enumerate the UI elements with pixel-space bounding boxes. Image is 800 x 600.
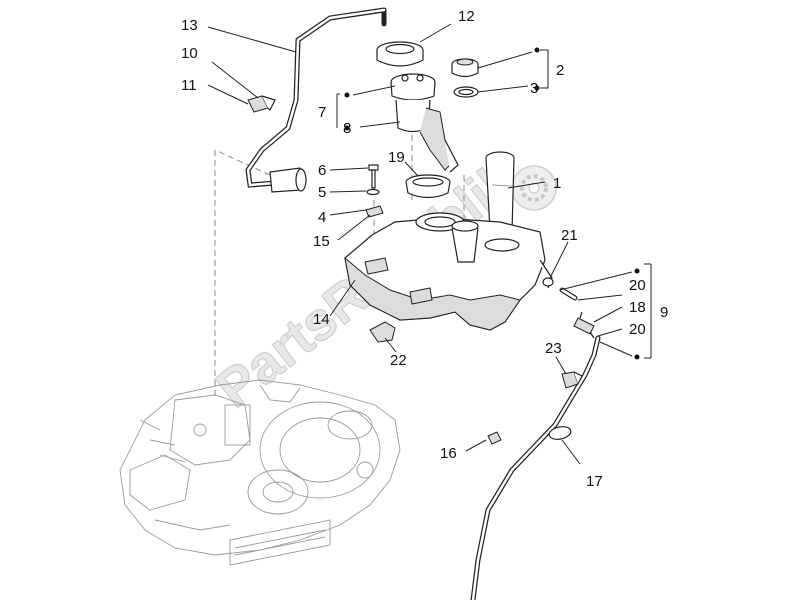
engine-assembly [119, 379, 401, 566]
callout-4: 4 [318, 209, 326, 226]
washer-5 [366, 188, 380, 196]
hose-clip-23 [561, 371, 583, 389]
gasket-3 [453, 86, 479, 98]
drain-hose-20 [470, 335, 601, 600]
callout-18: 18 [629, 299, 646, 316]
callout-11: 11 [181, 77, 197, 94]
bracket-22 [369, 321, 396, 343]
callout-21: 21 [561, 227, 578, 244]
callout-9: 9 [660, 304, 668, 321]
fuel-pump-8 [390, 73, 459, 173]
breather-fitting-21 [542, 277, 554, 287]
callout-15: 15 [313, 233, 330, 250]
callout-22: 22 [390, 352, 407, 369]
callout-1: 1 [553, 175, 561, 192]
leader-lines [207, 23, 652, 465]
callout-12: 12 [458, 8, 475, 25]
ring-nut-12 [376, 41, 424, 67]
set-dot-7a [344, 92, 350, 98]
callout-17: 17 [586, 473, 603, 490]
callout-20-upper: 20 [629, 277, 646, 294]
clamp-17 [548, 426, 572, 440]
callout-6: 6 [318, 162, 326, 179]
callout-14: 14 [313, 311, 330, 328]
callout-10: 10 [181, 45, 198, 62]
callout-7: 7 [318, 104, 326, 121]
callouts: 13 10 11 12 2 3 7 8 6 19 1 5 4 15 21 20 … [181, 8, 668, 490]
callout-16: 16 [440, 445, 457, 462]
callout-19: 19 [388, 149, 405, 166]
set-dot-9a [634, 268, 640, 274]
clip-4 [365, 205, 384, 218]
filler-cap-2 [451, 58, 479, 78]
vent-hose-13 [245, 7, 387, 193]
filler-neck-1 [485, 151, 515, 233]
callout-23: 23 [545, 340, 562, 357]
callout-2: 2 [556, 62, 564, 79]
set-dot-7b [344, 125, 350, 131]
set-dot-9b [634, 354, 640, 360]
callout-13: 13 [181, 17, 198, 34]
callout-5: 5 [318, 184, 326, 201]
seal-19 [405, 174, 451, 199]
hose-20-upper [559, 287, 578, 301]
gear-icon [511, 165, 557, 211]
valve-18 [573, 311, 595, 339]
clip-16 [487, 431, 502, 445]
hose-clip-10-11 [247, 95, 276, 113]
set-dot-2b [534, 85, 540, 91]
callout-3: 3 [530, 80, 538, 97]
set-dot-2a [534, 47, 540, 53]
bolt-6 [368, 164, 379, 189]
callout-20-lower: 20 [629, 321, 646, 338]
fuel-tank-14 [344, 212, 553, 331]
callout-8: 8 [343, 120, 351, 137]
